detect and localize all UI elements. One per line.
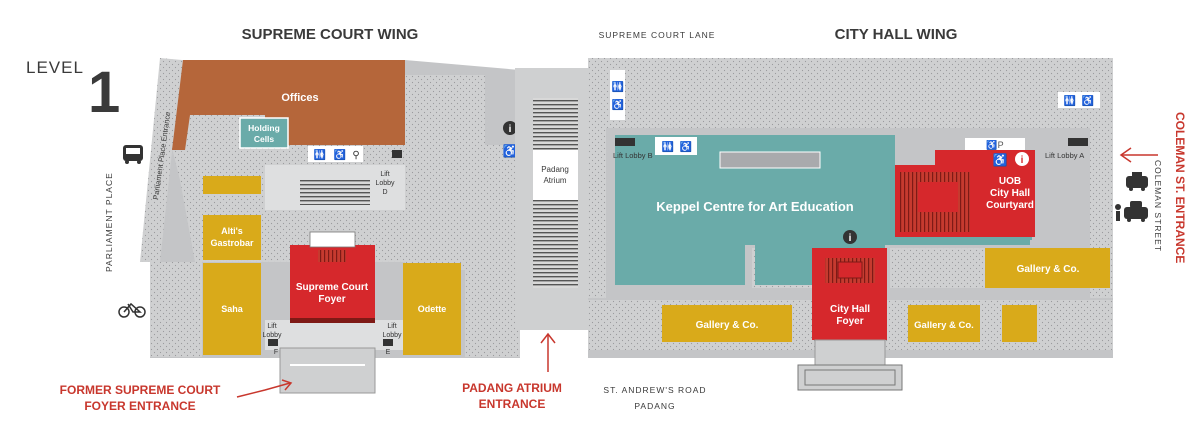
lift-lobby-b-label: Lift Lobby B (613, 151, 653, 160)
st-andrews-road-label: ST. ANDREW'S ROAD (603, 385, 706, 395)
toilet-icon-b: 🚻 ♿ (612, 80, 624, 111)
city-hall-foyer-label-1: City Hall (830, 304, 870, 315)
svg-text:♿: ♿ (612, 98, 624, 111)
supreme-court-wing-title: SUPREME COURT WING (242, 26, 419, 43)
svg-text:🚻: 🚻 (662, 140, 674, 153)
svg-text:i: i (1021, 155, 1024, 166)
lift-lobby-e-1: Lift (387, 323, 396, 330)
holding-cells-label-2: Cells (254, 134, 275, 144)
lift-lobby-f-3: F (274, 349, 278, 356)
altis-label-1: Alti's (221, 226, 243, 236)
lift-icon-a (1068, 138, 1088, 146)
svg-text:i: i (849, 233, 852, 244)
former-supreme-entrance-label-1: FORMER SUPREME COURT (60, 383, 221, 397)
lift-lobby-a-label: Lift Lobby A (1045, 151, 1084, 160)
svg-text:♿: ♿ (334, 148, 346, 161)
lift-lobby-d-1: Lift (380, 171, 389, 178)
lift-lobby-d-2: Lobby (375, 180, 395, 187)
level-number: 1 (88, 60, 120, 125)
lift-lobby-f-2: Lobby (262, 332, 282, 339)
wheelchair-icon-uob: ♿ (993, 153, 1008, 167)
supreme-court-lane-label: SUPREME COURT LANE (599, 30, 716, 40)
arrow-icon-supreme (236, 382, 291, 398)
odette-label: Odette (418, 304, 447, 314)
wheelchair-icon-supreme: ♿ (503, 144, 518, 158)
altis-label-2: Gastrobar (210, 238, 254, 248)
gallery-co-left-room (662, 305, 792, 342)
offices-room (172, 60, 405, 150)
svg-text:🚻: 🚻 (612, 80, 624, 93)
lift-lobby-e-3: E (386, 349, 391, 356)
uob-label-2: City Hall (990, 188, 1030, 199)
svg-text:🚻: 🚻 (314, 148, 326, 161)
city-hall-wing: Keppel Centre for Art Education UOB City… (588, 58, 1113, 391)
svg-text:⚲: ⚲ (352, 150, 359, 161)
padang-atrium-entrance: PADANG ATRIUM ENTRANCE (462, 332, 562, 411)
gallery-co-right-label: Gallery & Co. (1017, 264, 1080, 275)
keppel-centre-room (615, 135, 1030, 285)
svg-text:♿: ♿ (1082, 94, 1094, 107)
holding-cells-label-1: Holding (248, 123, 280, 133)
odette-room (403, 263, 461, 355)
gold-block-right (1002, 305, 1037, 342)
former-supreme-entrance: FORMER SUPREME COURT FOYER ENTRANCE (60, 379, 293, 413)
parliament-place-label: PARLIAMENT PLACE (104, 172, 114, 272)
holding-cells-room (239, 117, 289, 149)
lift-lobby-e-2: Lobby (382, 332, 402, 339)
padang-entrance-label-2: ENTRANCE (479, 397, 546, 411)
padang-atrium-label-2: Atrium (543, 176, 566, 185)
taxi-icon (1126, 172, 1148, 191)
padang-atrium: Padang Atrium (515, 68, 595, 330)
lift-lobby-d-3: D (382, 189, 387, 196)
coleman-entrance-label: COLEMAN ST. ENTRANCE (1173, 112, 1187, 263)
lift-icon-b (615, 138, 635, 146)
uob-label-1: UOB (999, 176, 1021, 187)
supreme-foyer-label-2: Foyer (318, 294, 345, 305)
lift-icon-d (392, 150, 402, 158)
lift-icon-f (268, 339, 278, 346)
saha-label: Saha (221, 304, 244, 314)
lift-icon-e (383, 339, 393, 346)
gallery-co-mid-label: Gallery & Co. (914, 320, 974, 331)
parliament-place-corridor (140, 58, 182, 262)
svg-text:♿: ♿ (680, 140, 692, 153)
altis-gastrobar-room (203, 215, 261, 260)
gold-block (203, 176, 261, 194)
offices-label: Offices (281, 92, 318, 104)
saha-room (203, 263, 261, 355)
coleman-street-label: COLEMAN STREET (1153, 160, 1163, 252)
bicycle-icon (118, 302, 146, 318)
city-hall-wing-title: CITY HALL WING (835, 26, 958, 43)
padang-label: PADANG (634, 401, 675, 411)
gallery-co-mid-room (908, 305, 980, 342)
info-icon-foyer (843, 230, 857, 244)
lift-lobby-f-1: Lift (267, 323, 276, 330)
gallery-co-right-room (985, 248, 1110, 288)
keppel-centre-label: Keppel Centre for Art Education (656, 199, 853, 214)
info-icon-supreme (503, 121, 517, 135)
city-hall-foyer-label-2: Foyer (836, 316, 863, 327)
coleman-entrance: COLEMAN ST. ENTRANCE (1119, 112, 1187, 263)
toilet-icon-a: 🚻 ♿ (1058, 92, 1100, 108)
padang-entrance-label-1: PADANG ATRIUM (462, 381, 562, 395)
uob-label-3: Courtyard (986, 200, 1034, 211)
supreme-court-wing: Offices Holding Cells Alti's Gastrobar S… (140, 58, 520, 394)
supreme-foyer-label-1: Supreme Court (296, 282, 369, 293)
svg-text:🚻: 🚻 (1064, 94, 1076, 107)
toilet-icon: 🚻 ♿ ⚲ (308, 146, 363, 162)
parking-wheelchair-icon: ♿P (986, 139, 1003, 150)
bus-icon (123, 145, 143, 164)
former-supreme-entrance-label-2: FOYER ENTRANCE (84, 399, 195, 413)
toilet-icon-keppel: 🚻 ♿ (655, 137, 697, 155)
svg-text:i: i (509, 124, 512, 135)
padang-atrium-label-1: Padang (541, 165, 569, 174)
car-icon (1115, 201, 1148, 222)
gallery-co-left-label: Gallery & Co. (696, 320, 759, 331)
info-icon-uob (1015, 152, 1029, 166)
level-label: LEVEL (26, 58, 84, 77)
stairs-d (300, 180, 370, 205)
